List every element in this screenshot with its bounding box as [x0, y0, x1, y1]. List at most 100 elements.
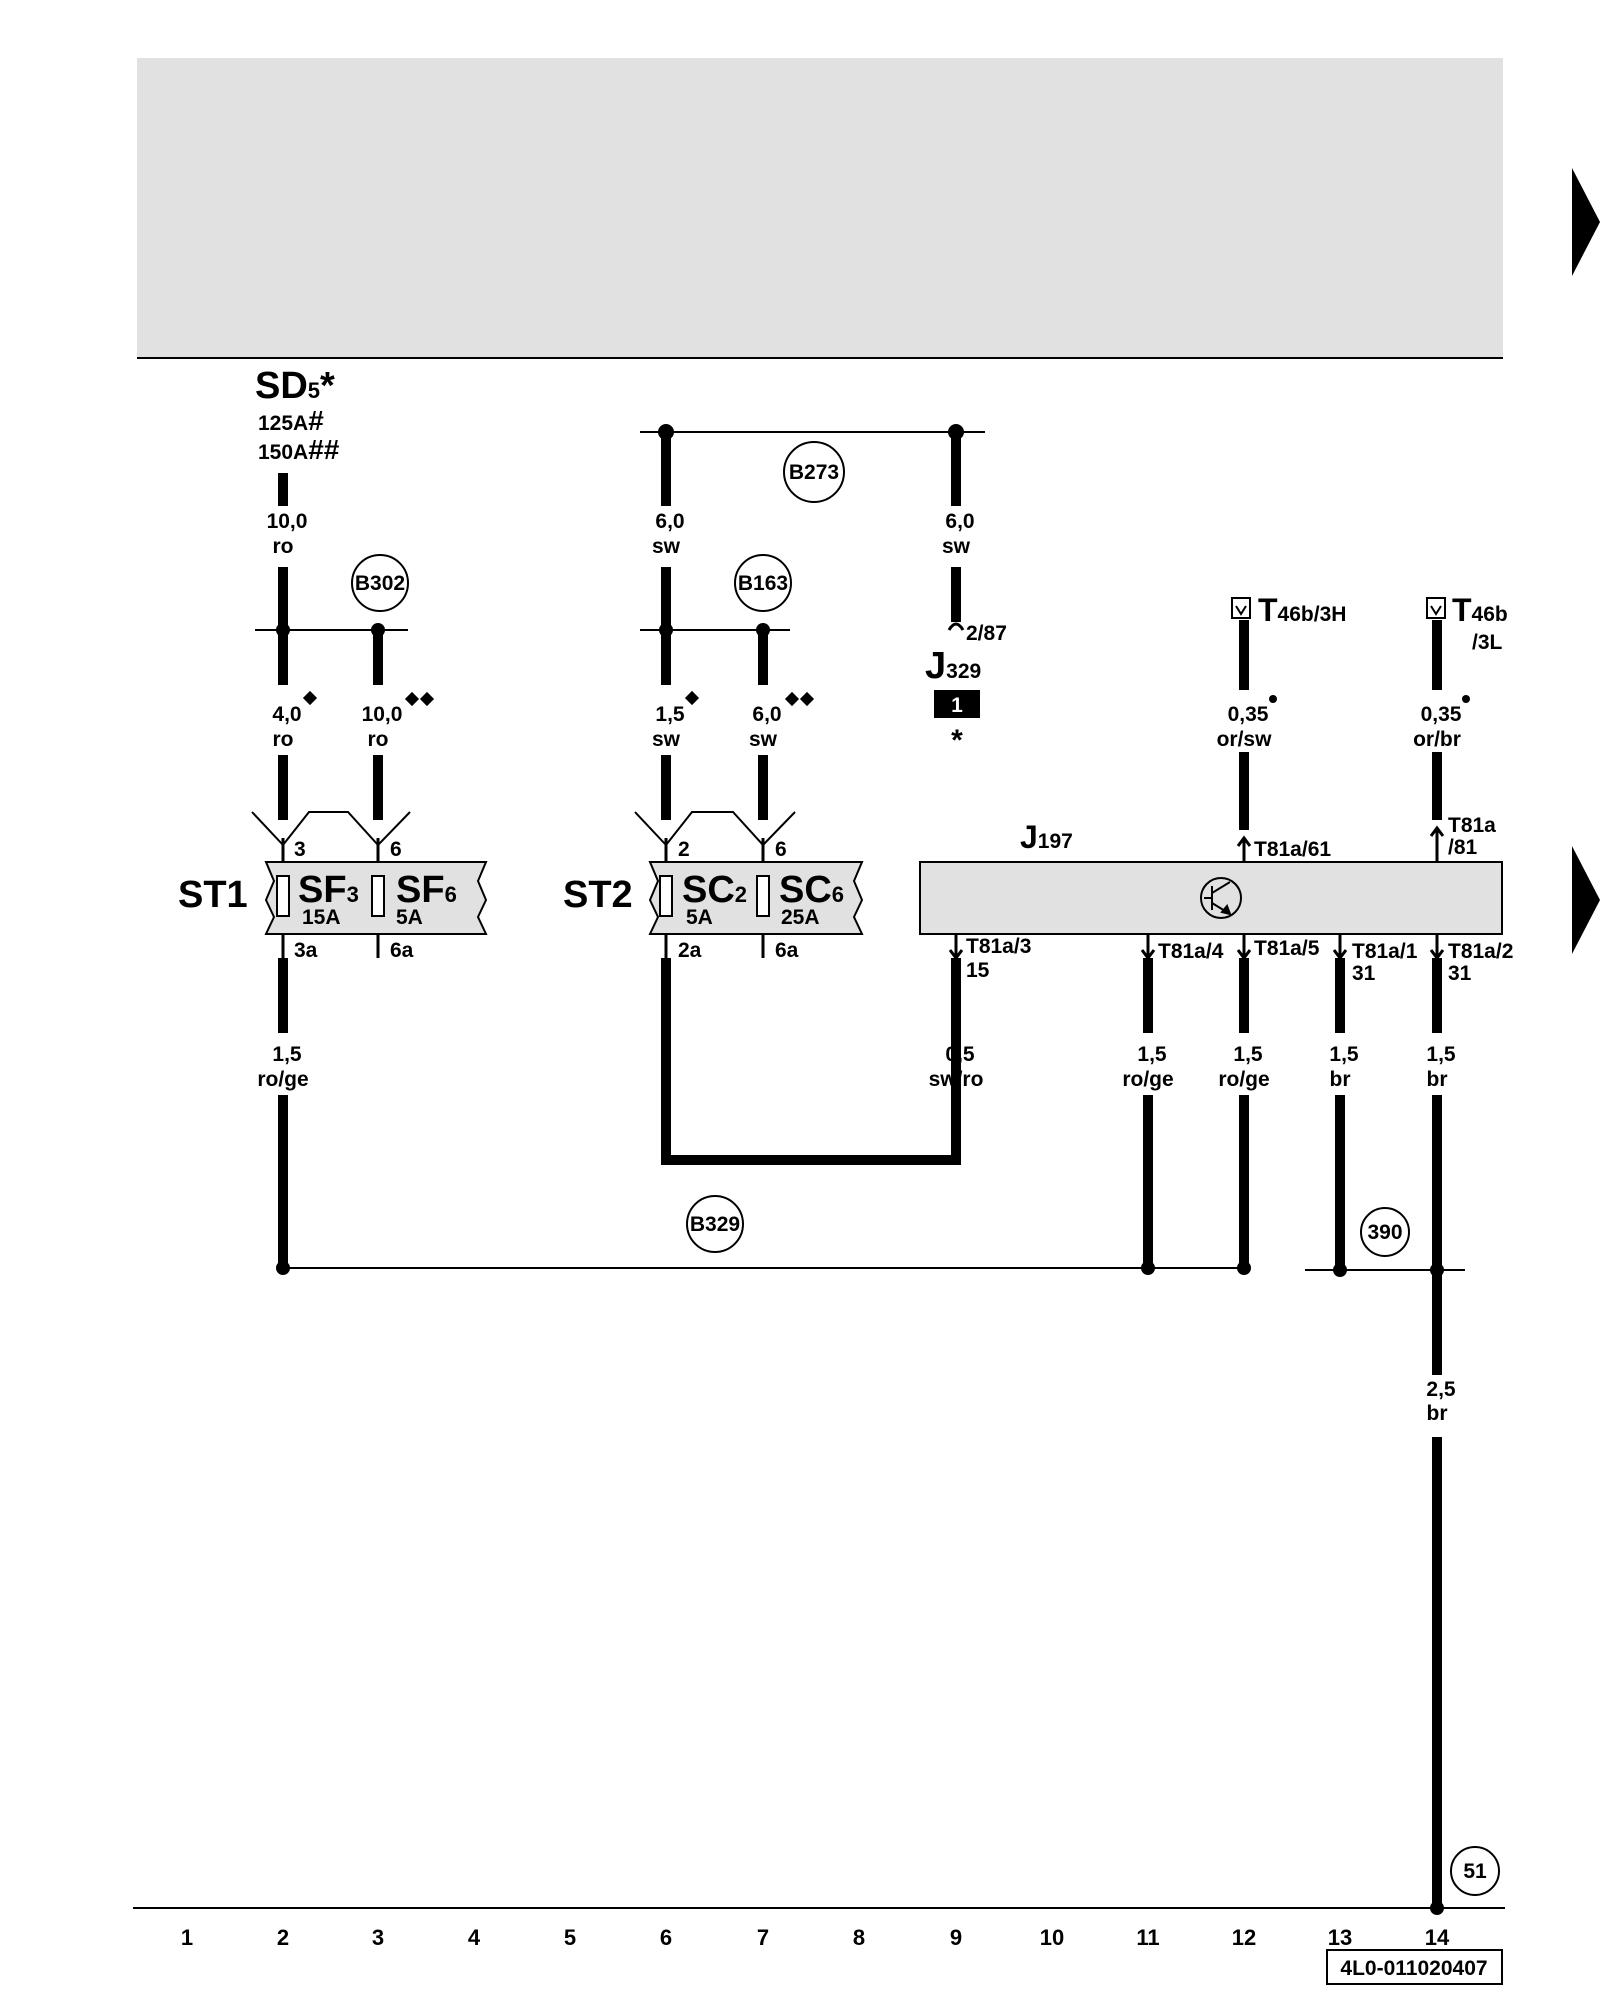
wire-label-col3-mid-color: ro — [368, 728, 389, 751]
connector-t46b-3l-label: T46b — [1452, 592, 1508, 628]
wire-label-col7-mid-color: sw — [749, 728, 778, 751]
wire-label-col2-low-color: ro/ge — [257, 1068, 308, 1091]
module-pin-t81a-1-term: 31 — [1352, 962, 1376, 985]
grid-number: 5 — [564, 1925, 576, 1950]
wire-label-col6-top-size: 6,0 — [655, 510, 684, 533]
footer-code-box — [1326, 1949, 1503, 1985]
fuse-sf6-label: SF6 — [396, 869, 457, 911]
grid-number: 7 — [757, 1925, 769, 1950]
st2-bridge — [634, 811, 796, 847]
splice-b273-circle — [783, 441, 845, 503]
wire-label-col13-low-color: br — [1330, 1068, 1351, 1091]
st1-bridge — [251, 811, 411, 847]
wire-label-col11-low-size: 1,5 — [1137, 1043, 1167, 1066]
marker-dot — [1462, 695, 1470, 703]
option-diamond — [784, 691, 800, 707]
grid-number: 1 — [181, 1925, 193, 1950]
st2-pin-6: 6 — [775, 838, 787, 861]
st1-pin-6: 6 — [390, 838, 402, 861]
ground-51-circle — [1450, 1846, 1500, 1896]
option-diamond — [404, 691, 420, 707]
connector-t46b-3h-label: T46b/3H — [1258, 592, 1346, 628]
next-page-arrow-bottom[interactable] — [1572, 846, 1600, 954]
splice-b163-dot-a — [659, 623, 673, 637]
grid-number: 6 — [660, 1925, 672, 1950]
fuse-150-label: 150A## — [258, 434, 340, 465]
wire-label-col9-low-color: sw/ro — [929, 1068, 984, 1091]
st2-pins — [664, 838, 765, 958]
fuse-sf6-rating: 5A — [396, 906, 423, 929]
module-pin-t81a-1: T81a/1 — [1352, 940, 1418, 963]
module-pin-t81a-2: T81a/2 — [1448, 940, 1513, 963]
connector-t46b-3l-label-line2: /3L — [1472, 631, 1503, 654]
fuse-sf6-icon — [371, 875, 385, 917]
module-j197-label: J197 — [1020, 819, 1073, 855]
st1-pin-6a: 6a — [390, 939, 414, 962]
wire-label-col14-ground-color: br — [1427, 1402, 1448, 1425]
wire-label-col12-low-color: ro/ge — [1218, 1068, 1269, 1091]
grid-number: 2 — [277, 1925, 289, 1950]
splice-b163-label: B163 — [738, 572, 788, 595]
splice-b302-dot-a — [276, 623, 290, 637]
splice-b163-circle — [734, 554, 792, 612]
splice-b302-circle — [351, 554, 409, 612]
wire-label-col2-low-size: 1,5 — [272, 1043, 302, 1066]
wire-label-col14-mid-color: or/br — [1413, 728, 1461, 751]
wire-label-col3-mid-size: 10,0 — [362, 703, 403, 726]
wire-label-col9-low-size: 0,5 — [945, 1043, 975, 1066]
relay-j329-box-number: 1 — [951, 694, 963, 717]
fuse-sf3-label: SF3 — [298, 869, 359, 911]
wire-label-col6-top-color: sw — [652, 535, 681, 558]
module-pin-t81a-5: T81a/5 — [1254, 937, 1320, 960]
st2-label: ST2 — [563, 874, 633, 916]
st2-pin-2a: 2a — [678, 939, 702, 962]
module-bottom-pins — [948, 934, 1445, 961]
splice-b329-circle — [686, 1195, 744, 1253]
module-top-pins — [1236, 825, 1445, 862]
ground-51-label: 51 — [1463, 1860, 1487, 1883]
fuse-sc6-icon — [756, 875, 770, 917]
wire-label-col13-low-size: 1,5 — [1329, 1043, 1359, 1066]
wire-label-col7-mid-size: 6,0 — [752, 703, 781, 726]
relay-j329-box — [934, 690, 980, 718]
st1-label: ST1 — [178, 874, 248, 916]
relay-j329-pin: 2/87 — [966, 622, 1007, 645]
wire-label-col12-low-size: 1,5 — [1233, 1043, 1263, 1066]
wire-label-col12-mid-color: or/sw — [1217, 728, 1273, 751]
option-diamond — [684, 690, 700, 706]
transistor-icon — [1200, 877, 1242, 919]
splice-b329-label: B329 — [690, 1213, 740, 1236]
st1-pins — [281, 838, 380, 958]
grid-number: 13 — [1328, 1925, 1352, 1950]
wire-label-col14-mid-size: 0,35 — [1421, 703, 1462, 726]
wire-label-col6-mid-size: 1,5 — [655, 703, 685, 726]
relay-j329-terminal — [947, 622, 965, 631]
fuse-sc2-icon — [659, 875, 673, 917]
grid-number: 4 — [468, 1925, 481, 1950]
marker-dot — [1269, 695, 1277, 703]
fuse-sf3-rating: 15A — [302, 906, 341, 929]
header-band — [137, 58, 1503, 358]
option-diamond — [799, 691, 815, 707]
st2-pin-6a: 6a — [775, 939, 799, 962]
ground-390-dot-b — [1430, 1263, 1444, 1277]
fuse-sc6-label: SC6 — [779, 869, 844, 911]
wire-label-col9-top-color: sw — [942, 535, 971, 558]
connector-t46b-3h-icon — [1231, 597, 1251, 619]
footer-code: 4L0-011020407 — [1340, 1957, 1487, 1980]
next-page-arrow-top[interactable] — [1572, 168, 1600, 276]
wire-label-col2-top-size: 10,0 — [267, 510, 308, 533]
module-pin-t81a-81b: /81 — [1448, 836, 1478, 859]
option-diamond — [419, 691, 435, 707]
grid-number: 11 — [1136, 1925, 1159, 1950]
wire-label-col2-mid-color: ro — [273, 728, 294, 751]
splice-b302-label: B302 — [355, 572, 405, 595]
ground-390-circle — [1360, 1207, 1410, 1257]
module-pin-t81a-3: T81a/3 — [966, 935, 1031, 958]
wire-col6 — [661, 432, 961, 1165]
splice-b329-dot-c — [1237, 1261, 1251, 1275]
relay-j329-star: * — [951, 724, 963, 757]
fuse-sf3-icon — [276, 875, 290, 917]
st2-pin-2: 2 — [678, 838, 690, 861]
